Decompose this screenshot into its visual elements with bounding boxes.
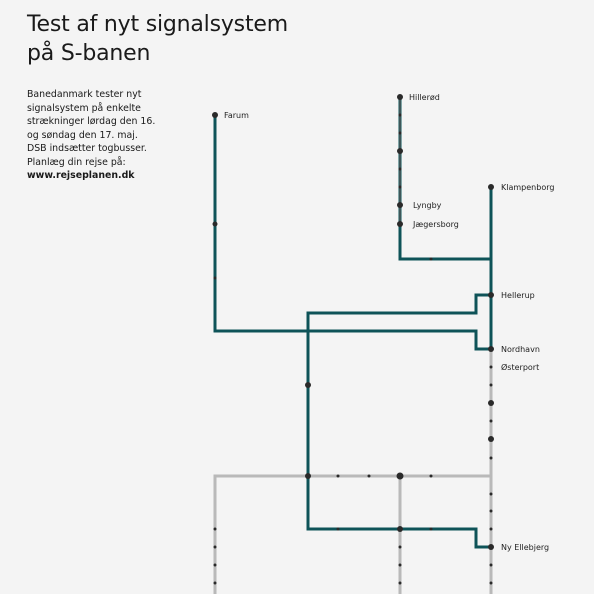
stop-hilleroed	[397, 94, 403, 100]
minor-stop	[489, 492, 493, 496]
label-nordhavn: Nordhavn	[501, 345, 540, 354]
label-jaegersborg: Jægersborg	[412, 220, 459, 229]
affected-lines	[213, 97, 493, 549]
stop-east-1	[488, 400, 494, 406]
info-text: Banedanmark tester nyt signalsystem på e…	[27, 88, 197, 183]
label-farum: Farum	[224, 111, 249, 120]
minor-stop	[429, 257, 433, 261]
info-line: strækninger lørdag den 16.	[27, 116, 156, 127]
minor-stop	[398, 185, 402, 189]
minor-stop	[489, 581, 493, 585]
minor-stop	[489, 509, 493, 513]
title-line-1: Test af nyt signalsystem	[27, 12, 288, 37]
minor-stop	[398, 581, 402, 585]
minor-stop	[336, 527, 340, 531]
minor-stop	[489, 419, 493, 423]
minor-stop	[213, 581, 217, 585]
stop-farum	[212, 112, 218, 118]
minor-stop	[489, 456, 493, 460]
stop-klampenborg	[488, 184, 494, 190]
minor-stop	[398, 545, 402, 549]
stop-west-grey	[305, 473, 311, 479]
normal-lines	[213, 349, 493, 594]
stop-nordhavn	[488, 346, 494, 352]
label-ny-ellebjerg: Ny Ellebjerg	[501, 543, 549, 552]
minor-stop	[489, 383, 493, 387]
label-klampenborg: Klampenborg	[501, 183, 554, 192]
station-stops	[212, 94, 494, 550]
minor-stop	[398, 167, 402, 171]
label-hellerup: Hellerup	[501, 291, 535, 300]
minor-stop	[213, 276, 217, 280]
grey-line-west	[213, 474, 491, 594]
info-line: DSB indsætter togbusser.	[27, 143, 147, 154]
info-line: Banedanmark tester nyt	[27, 89, 142, 100]
stop-farum-line	[212, 221, 218, 227]
label-hilleroed: Hillerød	[409, 93, 440, 102]
stop-middle-teal	[397, 526, 403, 532]
minor-stops	[213, 113, 493, 585]
minor-stop	[398, 563, 402, 567]
minor-stop	[429, 527, 433, 531]
stop-hilleroed-line	[397, 148, 403, 154]
minor-stop	[489, 365, 493, 369]
info-line: Planlæg din rejse på:	[27, 156, 126, 168]
minor-stop	[398, 131, 402, 135]
info-line: signalsystem på enkelte	[27, 102, 141, 114]
line-farum	[213, 115, 491, 351]
stop-hellerup	[488, 292, 494, 298]
stop-middle-grey	[396, 472, 404, 480]
minor-stop	[429, 474, 433, 478]
title-line-2: på S-banen	[27, 41, 151, 66]
minor-stop	[489, 527, 493, 531]
stop-lyngby	[397, 202, 403, 208]
stop-jaegersborg	[397, 221, 403, 227]
line-hilleroed	[398, 97, 491, 261]
minor-stop	[213, 563, 217, 567]
minor-stop	[398, 113, 402, 117]
minor-stop	[336, 474, 340, 478]
minor-stop	[213, 545, 217, 549]
label-oesterport: Østerport	[501, 362, 539, 372]
stop-east-2	[488, 436, 494, 442]
stop-ny-ellebjerg	[488, 544, 494, 550]
label-lyngby: Lyngby	[413, 201, 442, 210]
minor-stop	[213, 527, 217, 531]
stop-west-junction	[305, 382, 311, 388]
line-ny-ellebjerg	[306, 293, 491, 549]
page-title: Test af nyt signalsystem på S-banen	[27, 10, 288, 68]
minor-stop	[367, 474, 371, 478]
rejseplanen-link[interactable]: www.rejseplanen.dk	[27, 170, 135, 181]
info-line: og søndag den 17. maj.	[27, 129, 138, 141]
minor-stop	[489, 563, 493, 567]
